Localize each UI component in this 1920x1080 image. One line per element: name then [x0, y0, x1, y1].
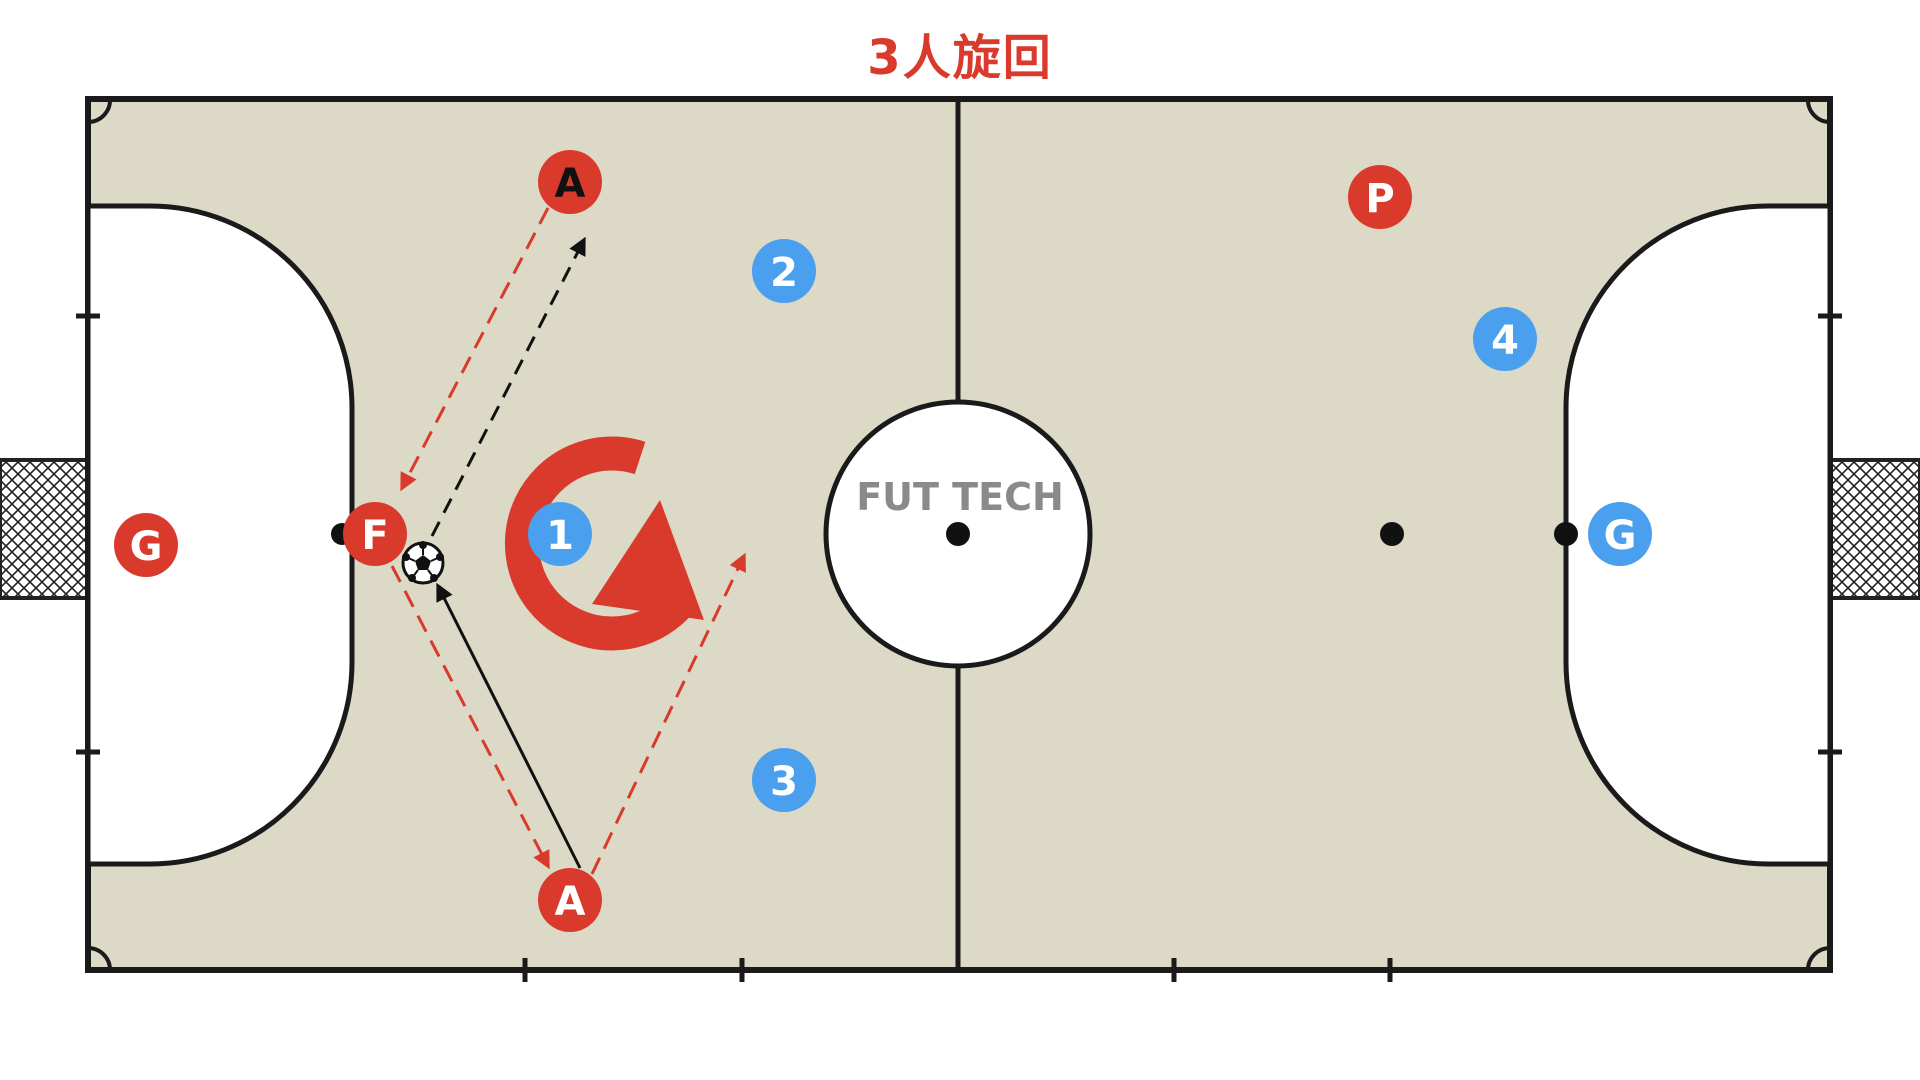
player-defender-2[interactable]: 2	[752, 239, 816, 303]
svg-text:G: G	[130, 524, 163, 570]
player-fixo[interactable]: F	[343, 502, 407, 566]
player-ala-top[interactable]: A	[538, 150, 602, 214]
rotation-arrow-icon	[504, 436, 704, 651]
fut-tech-logo: FUT TECH	[856, 475, 1064, 519]
svg-text:A: A	[555, 161, 586, 207]
svg-text:F: F	[361, 513, 388, 559]
diagram-title: 3人旋回	[867, 30, 1053, 86]
svg-text:A: A	[555, 879, 586, 925]
left-penalty-area	[85, 203, 355, 867]
svg-text:2: 2	[770, 250, 798, 296]
center-spot	[946, 522, 970, 546]
player-defender-4[interactable]: 4	[1473, 307, 1537, 371]
player-defender-1[interactable]: 1	[528, 502, 592, 566]
right-penalty-area	[1563, 203, 1833, 867]
player-defender-3[interactable]: 3	[752, 748, 816, 812]
run-arrow-ala-to-fixo-position	[400, 207, 550, 492]
corner-arc-top-left	[87, 98, 113, 125]
player-ala-bottom[interactable]: A	[538, 868, 602, 932]
player-right-keeper[interactable]: G	[1588, 502, 1652, 566]
pass-arrow-ala-to-ball	[436, 582, 582, 869]
corner-arc-top-right	[1805, 98, 1831, 125]
svg-text:3: 3	[770, 759, 798, 805]
player-left-keeper[interactable]: G	[114, 513, 178, 577]
touchline-marks	[76, 313, 1842, 982]
svg-text:P: P	[1365, 176, 1394, 222]
right-penalty-spot	[1554, 522, 1578, 546]
corner-arc-bottom-left	[87, 946, 112, 971]
left-goal-net	[0, 458, 90, 600]
run-arrow-fixo-to-bottom	[390, 565, 550, 870]
corner-arc-bottom-right	[1806, 946, 1831, 971]
svg-text:G: G	[1604, 513, 1637, 559]
right-second-penalty-spot	[1380, 522, 1404, 546]
soccer-ball-icon	[401, 541, 445, 585]
pass-arrow-to-top-ala	[430, 236, 586, 537]
svg-text:1: 1	[546, 513, 574, 559]
run-arrow-ala-bottom-to-top	[590, 552, 746, 875]
player-pivo[interactable]: P	[1348, 165, 1412, 229]
svg-text:4: 4	[1491, 318, 1519, 364]
right-goal-net	[1828, 458, 1920, 600]
